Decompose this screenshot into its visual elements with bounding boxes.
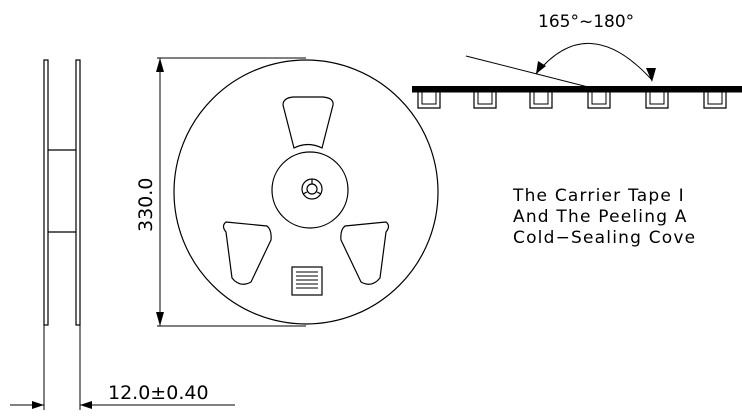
right-flange	[75, 59, 81, 326]
spindle-inner	[306, 183, 318, 195]
note-text: The Carrier Tape I And The Peeling A Col…	[512, 186, 696, 248]
diameter-arrow-top	[156, 58, 164, 72]
diameter-dimension: 330.0	[135, 57, 306, 327]
hub-circle	[271, 151, 349, 229]
note-line-3: Cold−Sealing Cove	[513, 228, 696, 248]
spoke-window-right	[340, 221, 390, 285]
width-dimension-label: 12.0±0.40	[108, 382, 209, 404]
width-arrow-left	[32, 401, 44, 409]
tape-pocket	[645, 92, 669, 109]
tape-pocket	[417, 92, 441, 109]
left-flange	[43, 59, 49, 326]
peel-arrow-left	[536, 61, 546, 74]
tape-pocket	[529, 92, 553, 109]
width-arrow-right	[80, 401, 92, 409]
spindle-key-right	[316, 191, 322, 195]
reel-front-view	[173, 59, 439, 325]
spoke-window-left	[222, 221, 272, 285]
note-line-1: The Carrier Tape I	[512, 186, 685, 206]
peel-arrow-right	[646, 68, 656, 82]
width-dimension: 12.0±0.40	[10, 382, 235, 409]
tape-pocket	[587, 92, 611, 109]
reel-side-view	[43, 59, 81, 410]
peel-angle-arc	[535, 42, 653, 81]
cover-tape-peel-line	[465, 55, 593, 89]
reel-label-icon	[291, 266, 323, 296]
peel-angle-indicator: 165°~180°	[465, 12, 656, 89]
diameter-arrow-bottom	[156, 312, 164, 326]
diameter-label: 330.0	[135, 178, 157, 232]
spoke-window-top	[282, 96, 334, 149]
peel-angle-label: 165°~180°	[538, 12, 634, 32]
carrier-tape	[412, 86, 742, 109]
tape-pocket	[703, 92, 727, 109]
spindle-key-left	[302, 191, 308, 195]
tape-pocket	[473, 92, 497, 109]
note-line-2: And The Peeling A	[513, 207, 688, 227]
tape-top-band	[412, 86, 742, 92]
reel-outer-circle	[173, 59, 439, 325]
